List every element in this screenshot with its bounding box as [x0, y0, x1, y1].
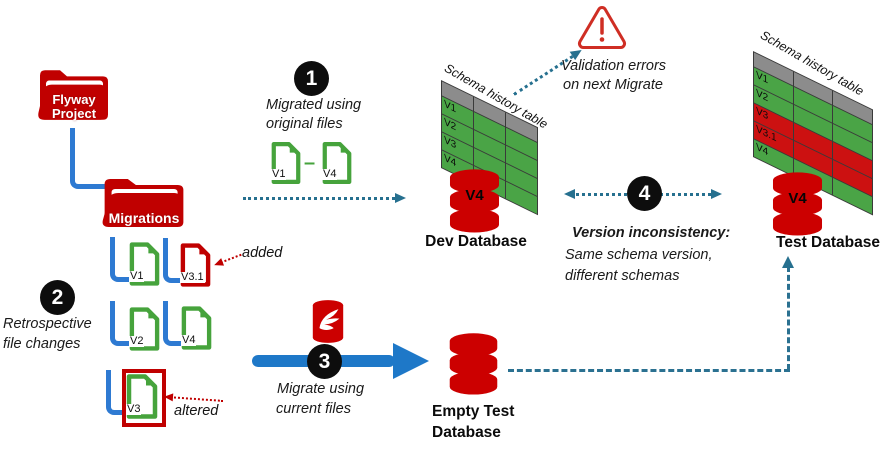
dev-db-version: V4: [465, 187, 484, 204]
altered-annotation: altered: [174, 403, 219, 419]
step-4-line2: different schemas: [565, 268, 680, 284]
step-3-caption-line1: Migrate using: [277, 381, 365, 397]
empty-test-database: [446, 331, 501, 395]
database-icon: [449, 169, 500, 233]
file-label: V1: [271, 168, 287, 180]
folder-icon: [102, 179, 184, 227]
validation-caption-line2: on next Migrate: [563, 77, 663, 93]
warning-icon: [576, 4, 628, 50]
tree-connector: [70, 128, 107, 189]
tree-branch: [110, 237, 130, 282]
dashed-connector-arrowhead: [782, 256, 794, 268]
file-label: V4: [322, 168, 338, 180]
altered-arrow: [163, 392, 223, 402]
file-label: V3.1: [180, 271, 205, 283]
migration-file-v1: V1: [128, 240, 161, 288]
added-arrow: [212, 253, 242, 269]
migrations-folder: Migrations: [100, 172, 188, 234]
migration-file-v3-altered: V3: [122, 369, 166, 427]
migration-file-v2: V2: [128, 305, 161, 353]
folder-icon: [38, 70, 108, 120]
step-4-line1: Same schema version,: [565, 247, 713, 263]
dashed-connector-horizontal: [508, 369, 790, 372]
flyway-project-folder: Flyway Project: [36, 63, 112, 127]
test-database-label: Test Database: [776, 234, 880, 251]
step-1-circle: 1: [294, 61, 329, 96]
dev-database-label: Dev Database: [425, 233, 527, 250]
validation-caption-line1: Validation errors: [561, 58, 667, 74]
migrate-original-arrow: [243, 193, 406, 203]
step-1-caption-line2: original files: [266, 116, 343, 132]
empty-db-label-line1: Empty Test: [432, 403, 515, 420]
tree-branch: [163, 238, 183, 283]
file-label: V1: [129, 270, 145, 282]
database-icon: [449, 333, 498, 395]
migrations-label: Migrations: [108, 210, 180, 227]
empty-db-label-line2: Database: [432, 424, 501, 441]
step-2-caption-line2: file changes: [3, 336, 81, 352]
flyway-logo-icon: [309, 298, 347, 345]
migrate-current-arrow-head: [393, 343, 429, 379]
range-file-v4: V4: [321, 140, 353, 186]
database-icon: [772, 172, 823, 236]
migration-file-v3-1: V3.1: [179, 241, 212, 289]
test-database: [770, 170, 825, 236]
step-4-circle: 4: [627, 176, 662, 211]
file-label: V4: [181, 334, 197, 346]
step-1-caption-line1: Migrated using: [266, 97, 362, 113]
dashed-connector-vertical: [787, 266, 790, 370]
added-annotation: added: [242, 245, 283, 261]
flyway-project-label: Flyway Project: [51, 91, 97, 122]
file-label: V3: [126, 403, 142, 415]
test-db-version: V4: [788, 190, 807, 207]
dev-database: [447, 167, 502, 233]
step-3-caption-line2: current files: [276, 401, 351, 417]
step-3-circle: 3: [307, 344, 342, 379]
migration-file-v4: V4: [180, 304, 213, 352]
file-label: V2: [129, 335, 145, 347]
range-dash: –: [304, 152, 316, 174]
range-file-v1: V1: [270, 140, 302, 186]
tree-branch: [163, 301, 183, 346]
step-2-circle: 2: [40, 280, 75, 315]
step-2-caption-line1: Retrospective: [3, 316, 92, 332]
tree-branch: [110, 301, 130, 346]
tree-branch: [106, 370, 126, 415]
step-4-title: Version inconsistency:: [572, 225, 731, 241]
